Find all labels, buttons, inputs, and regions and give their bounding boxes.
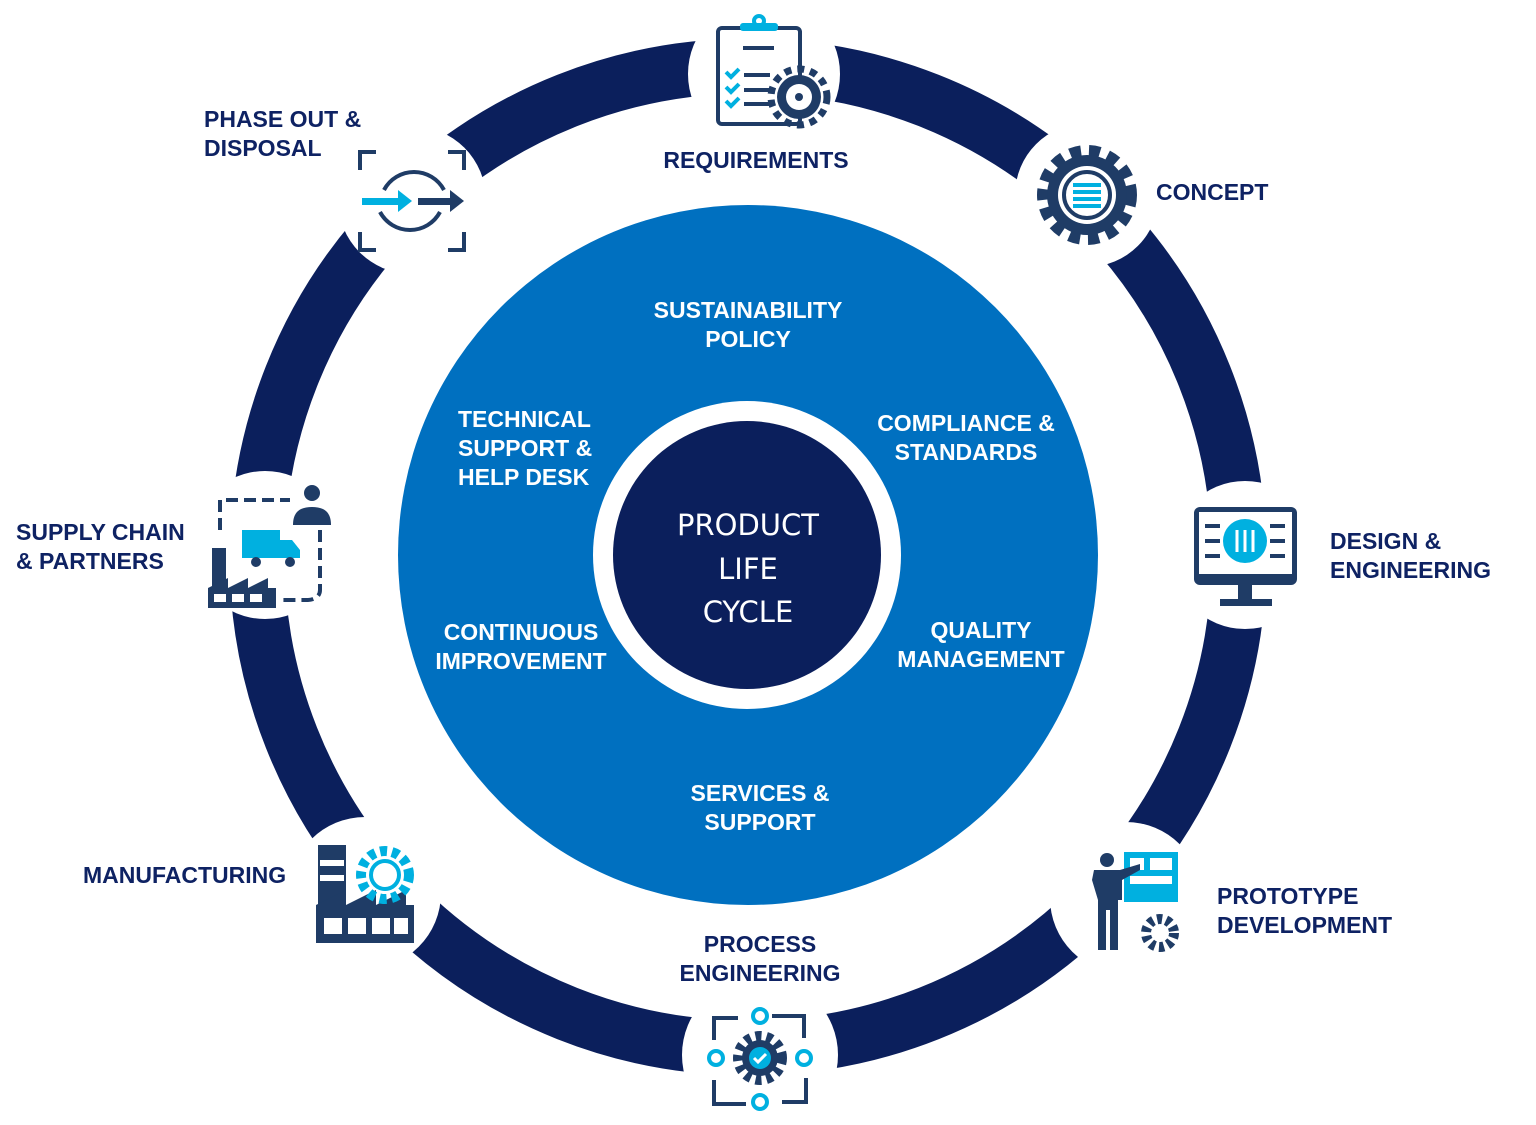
topic-compliance-2: STANDARDS	[895, 439, 1038, 465]
topic-continuous-2: IMPROVEMENT	[435, 648, 606, 674]
stage-process-label-1: PROCESS	[704, 931, 816, 957]
stage-design-label-2: ENGINEERING	[1330, 557, 1491, 583]
stage-supply-label-1: SUPPLY CHAIN	[16, 519, 185, 545]
center-circle	[613, 421, 881, 689]
supply-chain-truck-icon	[208, 485, 331, 608]
stage-design-label-1: DESIGN &	[1330, 528, 1441, 554]
gear-document-icon	[1037, 145, 1137, 245]
stage-supply-label-2: & PARTNERS	[16, 548, 164, 574]
stage-phaseout-label-1: PHASE OUT &	[204, 106, 361, 132]
topic-services-2: SUPPORT	[704, 809, 815, 835]
topic-technical-3: HELP DESK	[458, 464, 590, 490]
stage-requirements-label: REQUIREMENTS	[663, 147, 848, 173]
stage-concept-label: CONCEPT	[1156, 179, 1268, 205]
stage-phaseout-label-2: DISPOSAL	[204, 135, 322, 161]
center-title-line-3: CYCLE	[703, 595, 794, 629]
process-gear-cycle-icon	[707, 1007, 813, 1111]
stage-manufacturing-label: MANUFACTURING	[83, 862, 286, 888]
clipboard-gear-icon	[716, 14, 831, 129]
factory-gear-icon	[316, 845, 414, 943]
center-title-line-1: PRODUCT	[677, 508, 819, 542]
topic-sustainability-1: SUSTAINABILITY	[654, 297, 843, 323]
topic-quality-1: QUALITY	[931, 617, 1032, 643]
topic-sustainability-2: POLICY	[705, 326, 791, 352]
topic-services-1: SERVICES &	[691, 780, 830, 806]
stage-prototype-label-1: PROTOTYPE	[1217, 883, 1358, 909]
monitor-sliders-icon	[1194, 507, 1297, 606]
presenter-board-icon	[1092, 852, 1179, 952]
topic-technical-2: SUPPORT &	[458, 435, 592, 461]
topic-compliance-1: COMPLIANCE &	[877, 410, 1055, 436]
topic-technical-1: TECHNICAL	[458, 406, 591, 432]
topic-continuous-1: CONTINUOUS	[444, 619, 599, 645]
phase-out-cycle-icon	[358, 150, 466, 252]
stage-prototype-label-2: DEVELOPMENT	[1217, 912, 1392, 938]
topic-quality-2: MANAGEMENT	[897, 646, 1064, 672]
stage-process-label-2: ENGINEERING	[679, 960, 840, 986]
center-title-line-2: LIFE	[718, 552, 778, 586]
